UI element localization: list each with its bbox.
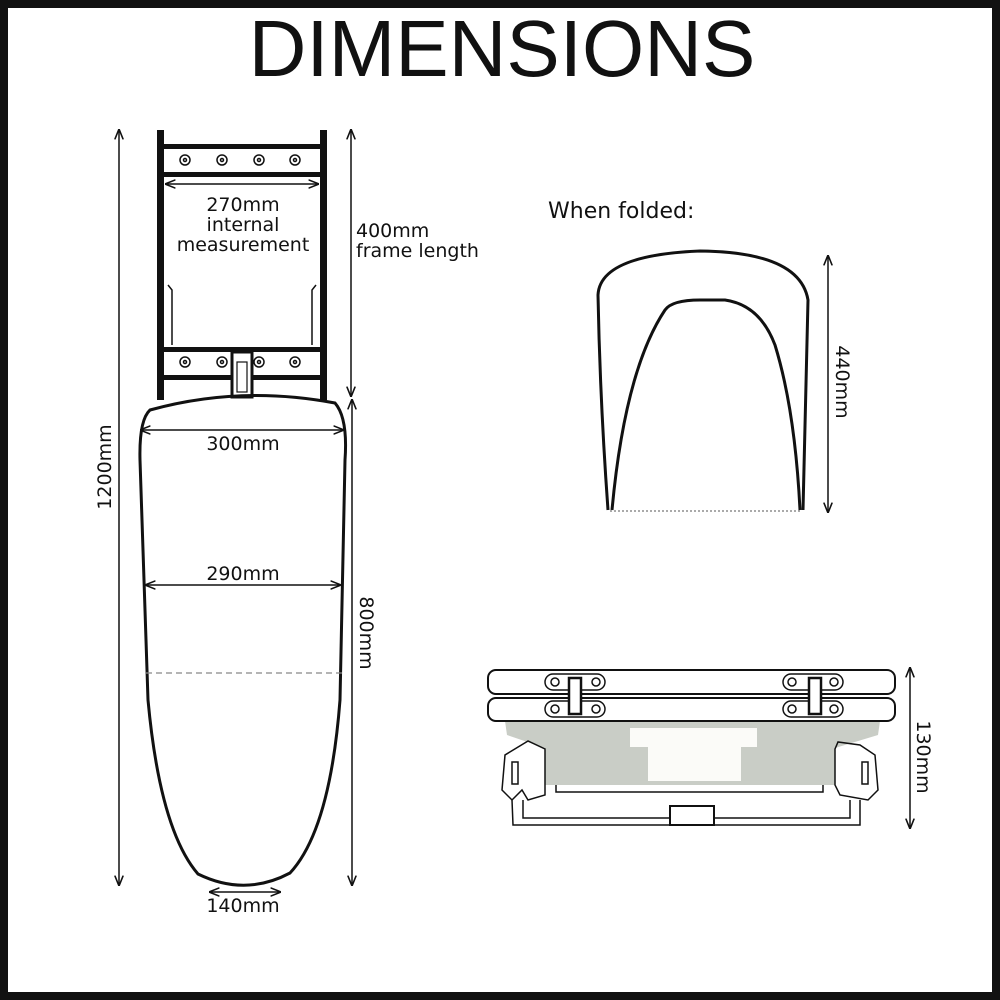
- measurement-label: measurement: [177, 234, 310, 256]
- folded-mechanism: [487, 669, 896, 826]
- frame-length-text: frame length: [356, 240, 479, 262]
- board-frame: [157, 130, 327, 400]
- internal-width-label: 270mm: [206, 194, 279, 216]
- mid-width-label: 290mm: [206, 563, 279, 585]
- folded-heading: When folded:: [548, 199, 694, 224]
- ironing-board-outline: [138, 393, 347, 887]
- internal-label: internal: [207, 214, 280, 236]
- folded-height-label: 440mm: [831, 345, 853, 418]
- total-length-label: 1200mm: [94, 424, 116, 509]
- top-width-label: 300mm: [206, 433, 279, 455]
- tip-width-label: 140mm: [206, 895, 279, 917]
- folded-board-outline: [596, 249, 810, 512]
- diagram-title: DIMENSIONS: [249, 4, 756, 93]
- board-length-label: 800mm: [355, 596, 377, 669]
- frame-length-value: 400mm: [356, 220, 429, 242]
- folded-depth-label: 130mm: [912, 720, 934, 793]
